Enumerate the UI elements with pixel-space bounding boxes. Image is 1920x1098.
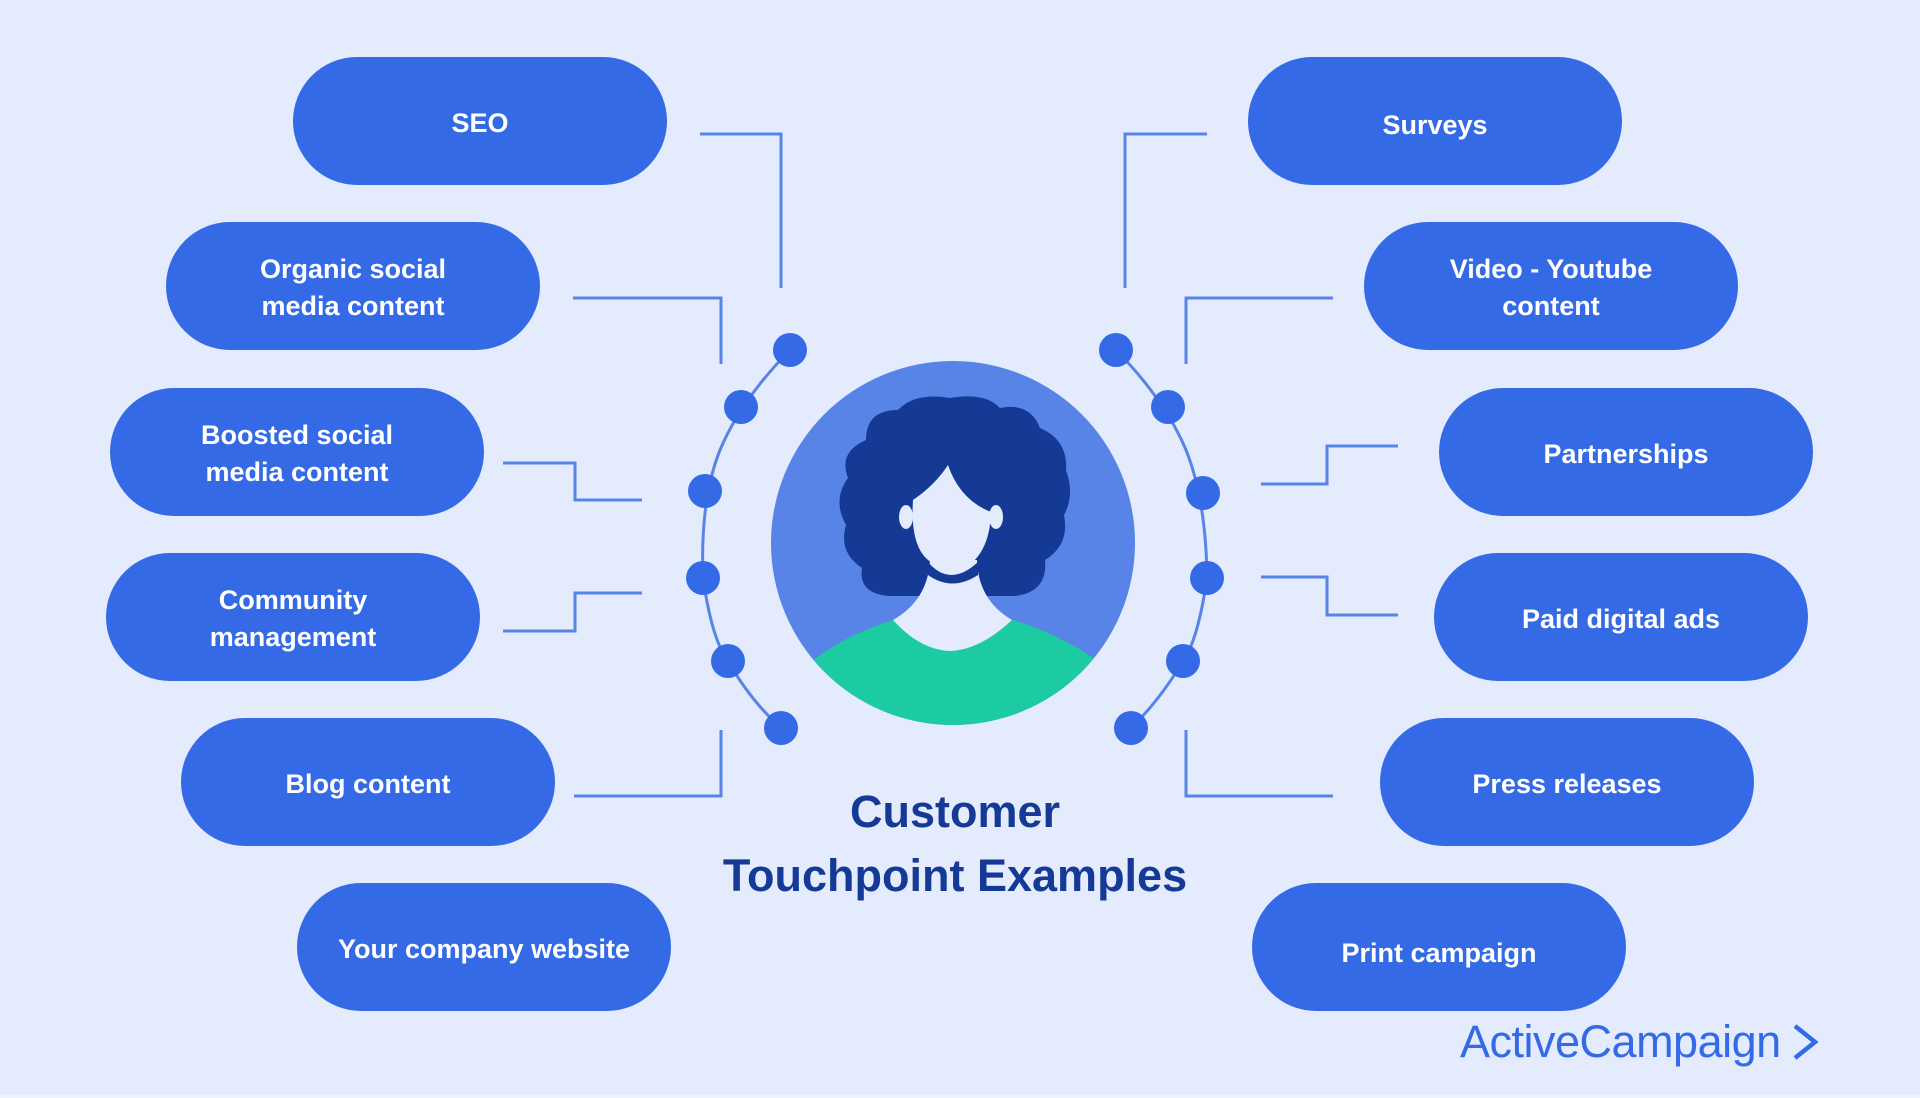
node <box>1151 390 1185 424</box>
connector-seo <box>700 132 783 288</box>
connector-blog <box>574 730 723 798</box>
node <box>1114 711 1148 745</box>
node <box>724 390 758 424</box>
node <box>1190 561 1224 595</box>
connector-community <box>503 591 642 633</box>
connector-press <box>1184 730 1333 798</box>
diagram-title: Customer Touchpoint Examples <box>660 780 1250 908</box>
connector-paid-ads <box>1261 575 1398 617</box>
touchpoint-organic-social[interactable]: Organic social media content <box>166 222 540 350</box>
avatar-neck-shadow <box>928 562 978 584</box>
touchpoint-label: Video - Youtube content <box>1449 254 1653 321</box>
node <box>764 711 798 745</box>
brand-logo: ActiveCampaign <box>1460 1012 1819 1072</box>
brand-name: ActiveCampaign <box>1460 1016 1781 1067</box>
avatar-ear-right <box>989 505 1003 529</box>
touchpoint-surveys[interactable]: Surveys <box>1248 57 1622 185</box>
touchpoint-label: Your company website <box>337 933 631 964</box>
touchpoint-label: Press releases <box>1472 768 1662 799</box>
connector-surveys <box>1123 132 1207 288</box>
touchpoint-blog[interactable]: Blog content <box>181 718 555 846</box>
connector-partnerships <box>1261 444 1398 486</box>
touchpoint-label: Surveys <box>1382 109 1488 140</box>
title-line-1: Customer <box>849 786 1061 837</box>
connector-video <box>1184 296 1333 364</box>
node <box>688 474 722 508</box>
customer-avatar-icon <box>771 361 1135 725</box>
touchpoint-label: Blog content <box>285 768 451 799</box>
bottom-edge <box>0 1095 1920 1098</box>
connector-organic-social <box>573 296 723 364</box>
connectors-right <box>1123 132 1398 798</box>
avatar-ear-left <box>899 505 913 529</box>
touchpoint-label: Boosted social media content <box>200 420 394 487</box>
avatar-shirt <box>771 620 1135 725</box>
touchpoint-press[interactable]: Press releases <box>1380 718 1754 846</box>
touchpoint-boosted-social[interactable]: Boosted social media content <box>110 388 484 516</box>
touchpoint-label: Paid digital ads <box>1521 603 1721 634</box>
touchpoint-paid-ads[interactable]: Paid digital ads <box>1434 553 1808 681</box>
connectors-left <box>503 132 783 798</box>
touchpoint-print[interactable]: Print campaign <box>1252 883 1626 1011</box>
avatar-face <box>912 465 991 570</box>
nodes-right <box>1099 333 1224 745</box>
title-line-2: Touchpoint Examples <box>722 850 1188 901</box>
touchpoint-partnerships[interactable]: Partnerships <box>1439 388 1813 516</box>
node <box>1099 333 1133 367</box>
nodes-left <box>686 333 807 745</box>
touchpoint-video[interactable]: Video - Youtube content <box>1364 222 1738 350</box>
connector-boosted-social <box>503 461 642 502</box>
touchpoint-community[interactable]: Community management <box>106 553 480 681</box>
node <box>686 561 720 595</box>
node <box>711 644 745 678</box>
touchpoint-website[interactable]: Your company website <box>297 883 671 1011</box>
touchpoint-label: SEO <box>451 107 509 138</box>
node <box>1166 644 1200 678</box>
touchpoint-label: Partnerships <box>1543 438 1709 469</box>
touchpoint-label: Print campaign <box>1341 937 1537 968</box>
touchpoint-label: Organic social media content <box>259 254 447 321</box>
chevron-right-icon <box>1793 1024 1819 1060</box>
node <box>1186 476 1220 510</box>
node <box>773 333 807 367</box>
touchpoint-seo[interactable]: SEO <box>293 57 667 185</box>
touchpoint-label: Community management <box>209 585 377 652</box>
avatar-neck <box>893 560 1012 651</box>
